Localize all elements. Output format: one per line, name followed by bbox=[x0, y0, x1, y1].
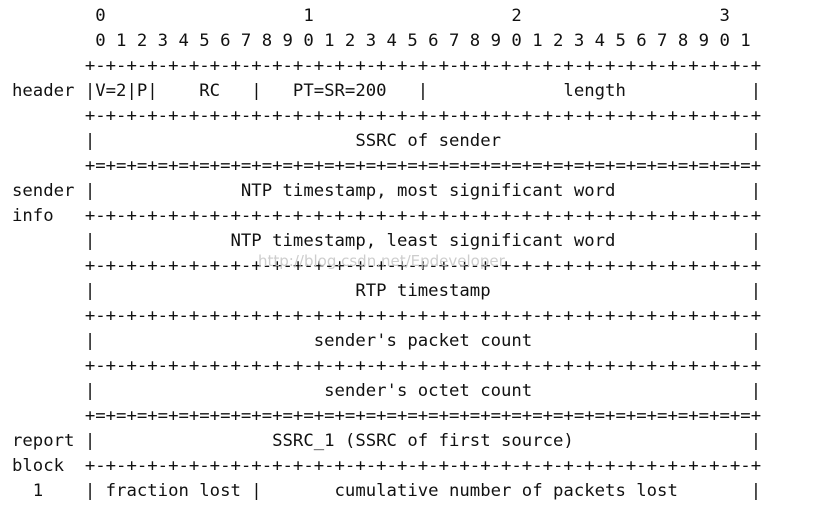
separator-line: +-+-+-+-+-+-+-+-+-+-+-+-+-+-+-+-+-+-+-+-… bbox=[12, 306, 762, 326]
rtp-timestamp-row: | RTP timestamp | bbox=[12, 281, 762, 301]
packet-count-row: | sender's packet count | bbox=[12, 331, 762, 351]
report-block-separator: block +-+-+-+-+-+-+-+-+-+-+-+-+-+-+-+-+-… bbox=[12, 456, 762, 476]
sender-info-separator: info +-+-+-+-+-+-+-+-+-+-+-+-+-+-+-+-+-+… bbox=[12, 206, 762, 226]
ssrc-of-sender-row: | SSRC of sender | bbox=[12, 131, 762, 151]
ntp-msw-row: sender | NTP timestamp, most significant… bbox=[12, 181, 762, 201]
separator-line: +-+-+-+-+-+-+-+-+-+-+-+-+-+-+-+-+-+-+-+-… bbox=[12, 356, 762, 376]
fraction-lost-row: 1 | fraction lost | cumulative number of… bbox=[12, 481, 762, 501]
double-separator-line: +=+=+=+=+=+=+=+=+=+=+=+=+=+=+=+=+=+=+=+=… bbox=[12, 156, 762, 176]
bit-decade-row: 0 1 2 3 bbox=[12, 6, 730, 26]
separator-line: +-+-+-+-+-+-+-+-+-+-+-+-+-+-+-+-+-+-+-+-… bbox=[12, 56, 762, 76]
bit-index-row: 0 1 2 3 4 5 6 7 8 9 0 1 2 3 4 5 6 7 8 9 … bbox=[12, 31, 751, 51]
watermark: http://blog.csdn.net/Epdeveloper bbox=[258, 252, 505, 270]
ntp-lsw-row: | NTP timestamp, least significant word … bbox=[12, 231, 762, 251]
ssrc-1-row: report | SSRC_1 (SSRC of first source) | bbox=[12, 431, 762, 451]
double-separator-line: +=+=+=+=+=+=+=+=+=+=+=+=+=+=+=+=+=+=+=+=… bbox=[12, 406, 762, 426]
separator-line: +-+-+-+-+-+-+-+-+-+-+-+-+-+-+-+-+-+-+-+-… bbox=[12, 256, 762, 276]
separator-line: +-+-+-+-+-+-+-+-+-+-+-+-+-+-+-+-+-+-+-+-… bbox=[12, 106, 762, 126]
header-row: header |V=2|P| RC | PT=SR=200 | length | bbox=[12, 81, 762, 101]
octet-count-row: | sender's octet count | bbox=[12, 381, 762, 401]
